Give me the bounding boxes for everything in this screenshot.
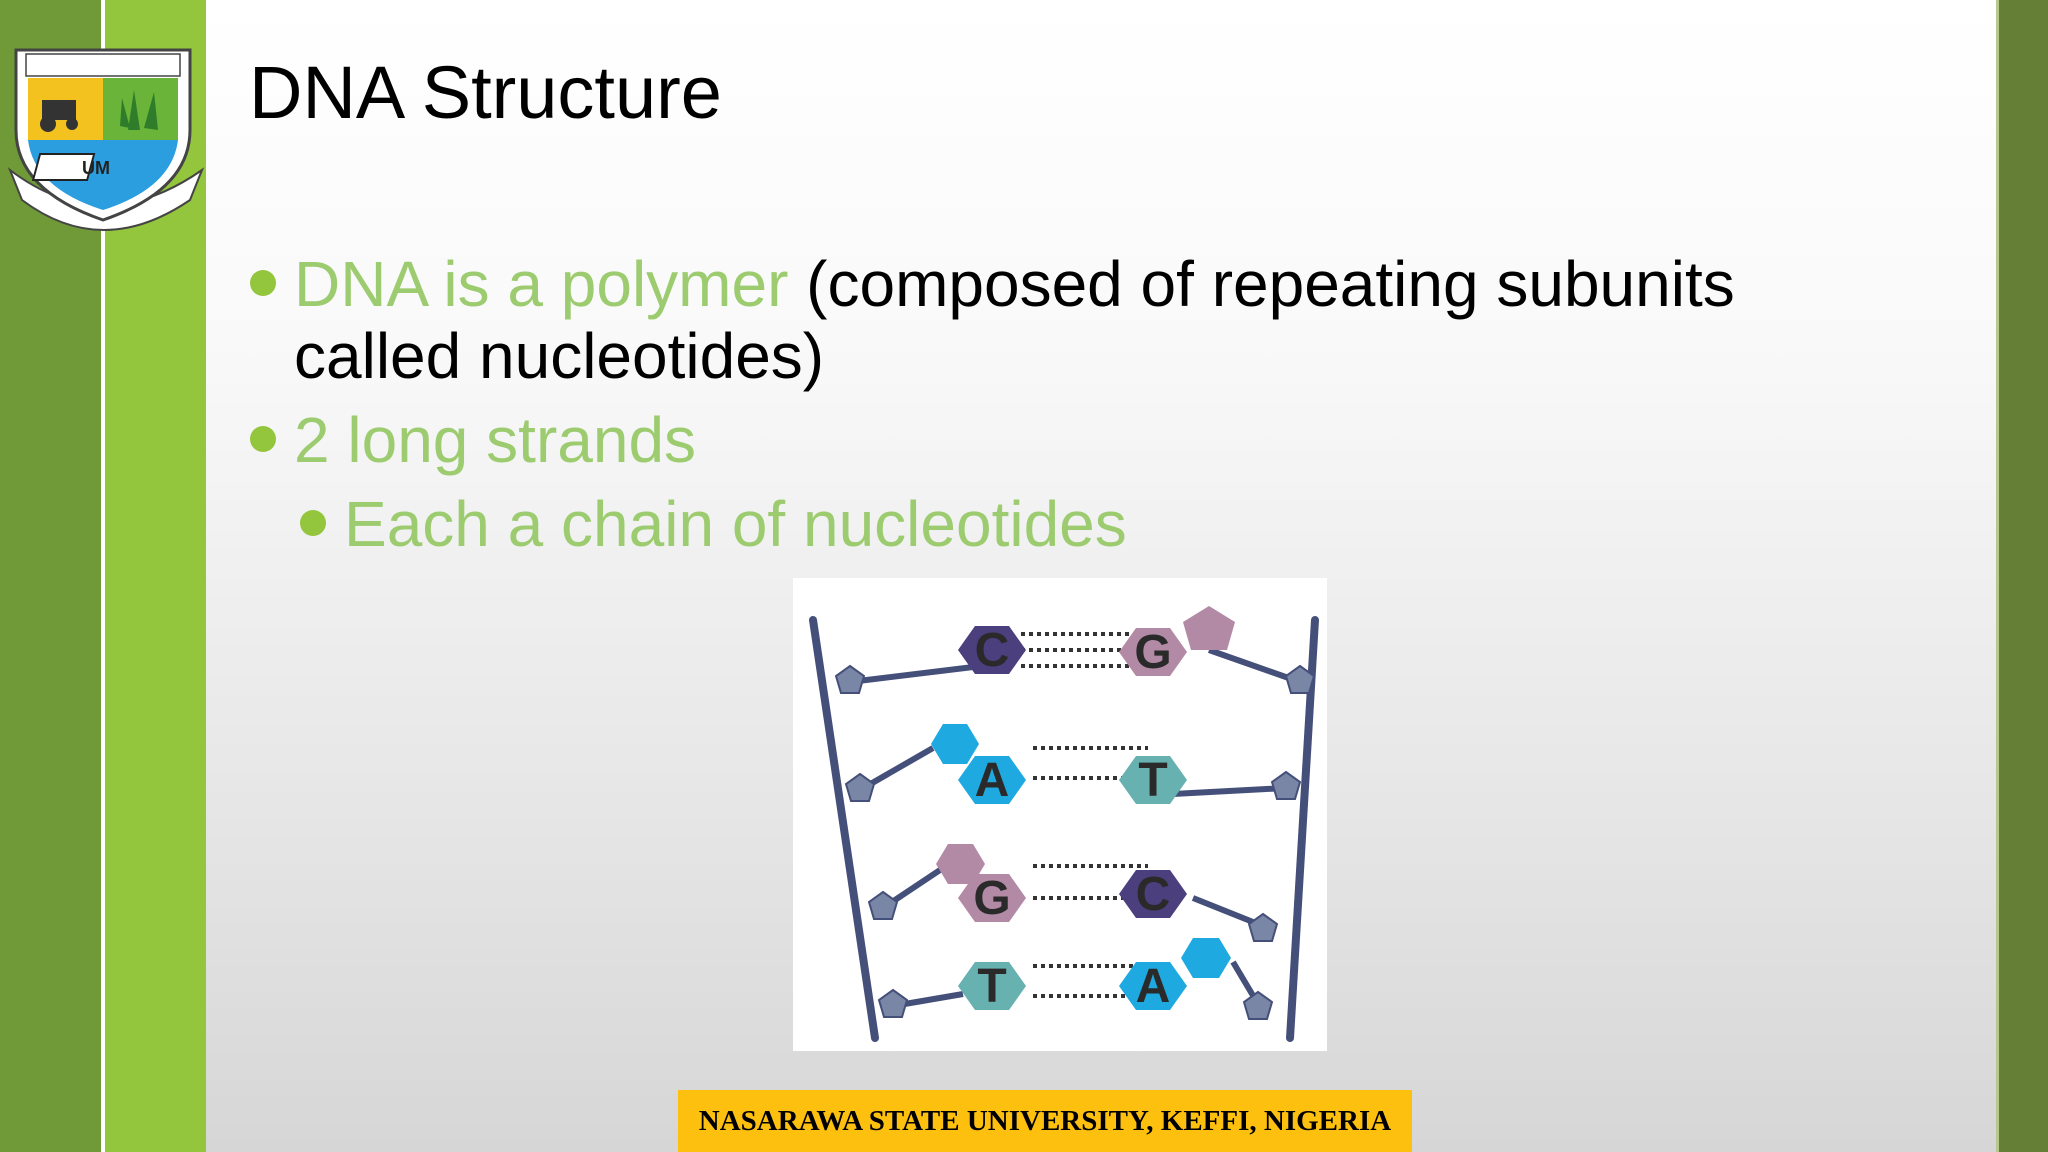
nucleotide-C [1119, 870, 1187, 918]
base-pair: T A [877, 938, 1274, 1020]
bullet-dot [250, 426, 276, 452]
crest-banner [25, 53, 181, 77]
nucleotide-A [1119, 962, 1187, 1010]
nucleotide-T [958, 962, 1026, 1010]
slide-content: DNA Structure DNA is a polymer (composed… [206, 0, 1996, 1152]
bullet-dot [300, 510, 326, 536]
pentagon-accent [1181, 938, 1231, 978]
base-pair: C G [834, 606, 1316, 694]
base-label-left: A [975, 754, 1010, 807]
base-label-right: A [1136, 960, 1171, 1013]
bullet-highlight: Each a chain of nucleotides [344, 488, 1127, 560]
base-label-left: T [977, 960, 1006, 1013]
bullet-list: DNA is a polymer (composed of repeating … [249, 248, 1889, 560]
bullet-item: 2 long strands [249, 404, 1889, 476]
tractor-icon [42, 100, 76, 120]
base-label-left: C [975, 624, 1010, 677]
nucleotide-G [958, 874, 1026, 922]
right-decorative-band [1996, 0, 2048, 1152]
bullet-highlight: 2 long strands [294, 404, 697, 476]
pentagon-accent [1183, 606, 1235, 650]
base-label-right: G [1134, 626, 1171, 679]
shield-green-field [103, 78, 178, 140]
dna-diagram: C G A T [793, 578, 1327, 1051]
bullet-dot [250, 270, 276, 296]
band-divider-line [1996, 0, 1999, 1152]
svg-text:UM: UM [82, 158, 110, 178]
left-backbone [809, 616, 879, 1042]
bullet-highlight: DNA is a polymer [294, 248, 789, 320]
band-divider-line [101, 0, 105, 1152]
sugar-pentagon [1270, 770, 1302, 800]
pentagon-accent [931, 724, 979, 764]
bullet-text: (composed of repeating subunits called n… [294, 248, 1735, 392]
sugar-pentagon [1284, 664, 1316, 694]
pentagon-accent [936, 844, 985, 884]
base-label-left: G [973, 872, 1010, 925]
nucleotide-C [958, 626, 1026, 674]
sub-bullet-item: Each a chain of nucleotides [249, 488, 1889, 560]
base-label-right: C [1136, 868, 1171, 921]
sugar-pentagon [877, 988, 909, 1018]
nucleotide-T [1119, 756, 1187, 804]
base-pair: G C [867, 844, 1279, 942]
nucleotide-G [1119, 628, 1187, 676]
sugar-pentagon [834, 664, 866, 694]
slide-title: DNA Structure [249, 51, 722, 134]
base-label-right: T [1138, 754, 1167, 807]
university-crest-logo: UM [2, 20, 208, 235]
book-icon [31, 153, 96, 181]
sugar-pentagon [1247, 912, 1279, 942]
sugar-pentagon [867, 890, 899, 920]
base-pair: A T [844, 724, 1302, 807]
sugar-pentagon [844, 772, 876, 802]
plant-icon [120, 90, 158, 130]
sugar-pentagon [1242, 990, 1274, 1020]
nucleotide-A [958, 756, 1026, 804]
bullet-item: DNA is a polymer (composed of repeating … [249, 248, 1889, 392]
footer-banner: NASARAWA STATE UNIVERSITY, KEFFI, NIGERI… [678, 1090, 1412, 1152]
